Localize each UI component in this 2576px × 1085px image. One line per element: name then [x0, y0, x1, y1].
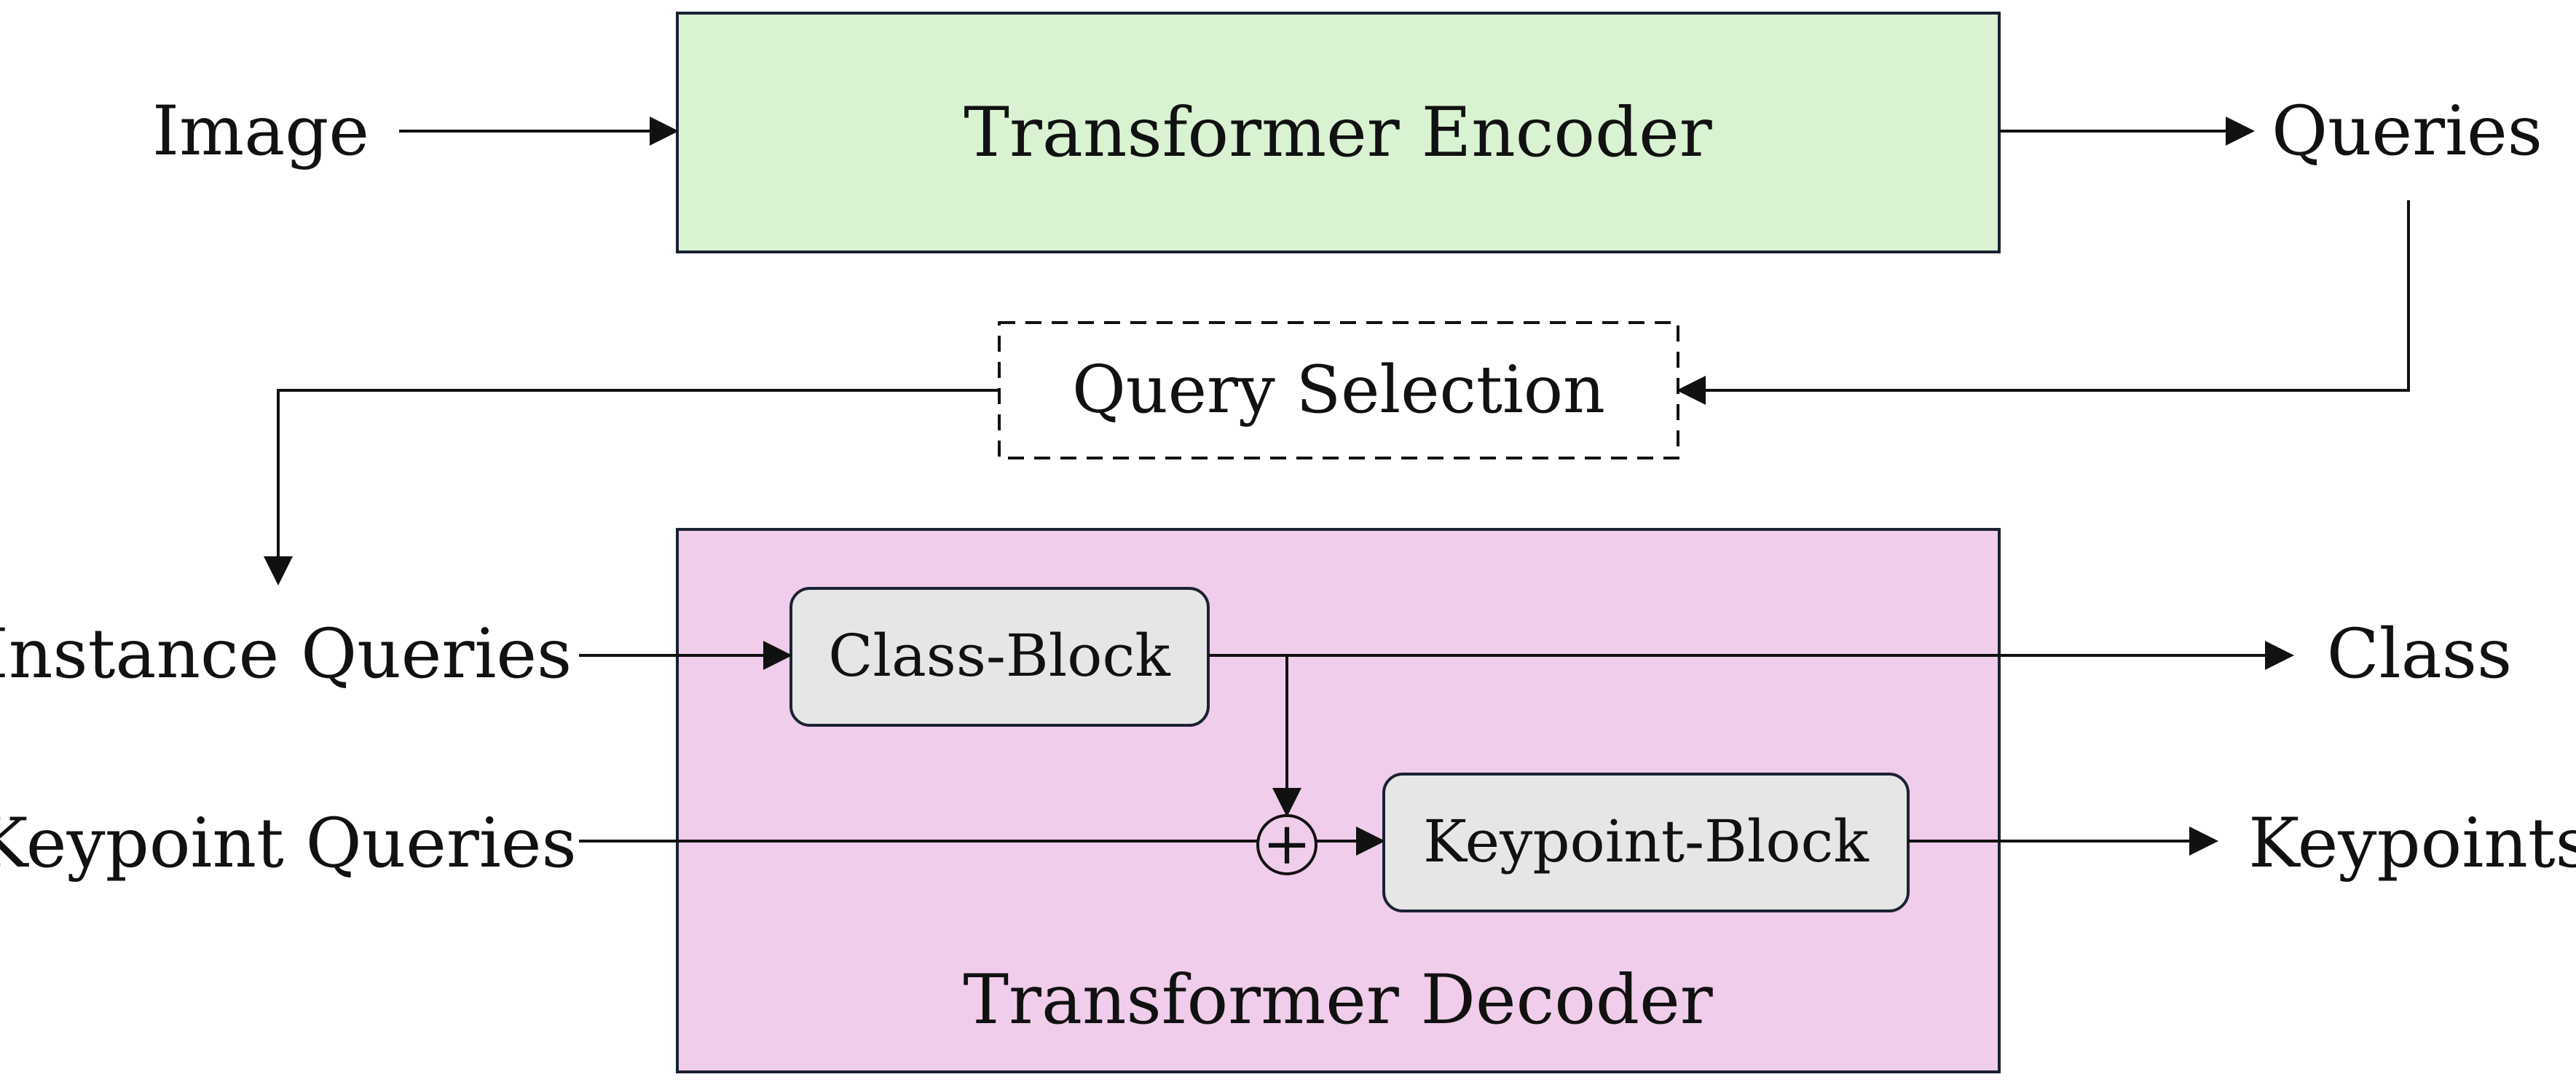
queries-label: Queries — [2272, 92, 2542, 171]
edge-queries-to-selection — [1677, 200, 2410, 405]
instance-queries-label: Instance Queries — [0, 615, 572, 694]
add-symbol: + — [1262, 810, 1311, 877]
add-node — [1256, 814, 1317, 875]
query-selection-label: Query Selection — [1072, 352, 1605, 428]
encoder-box — [676, 12, 2001, 253]
class-block-label: Class-Block — [828, 622, 1171, 690]
image-label: Image — [152, 92, 369, 171]
edge-selection-to-instance-queries — [264, 389, 999, 585]
decoder-label: Transformer Decoder — [963, 960, 1712, 1040]
class-output-label: Class — [2327, 615, 2513, 694]
keypoints-output-label: Keypoints — [2248, 804, 2576, 883]
keypoint-block-label: Keypoint-Block — [1423, 808, 1870, 875]
keypoint-queries-label: Keypoint Queries — [0, 804, 577, 883]
query-selection-box — [998, 321, 1679, 459]
encoder-label: Transformer Encoder — [964, 93, 1712, 173]
